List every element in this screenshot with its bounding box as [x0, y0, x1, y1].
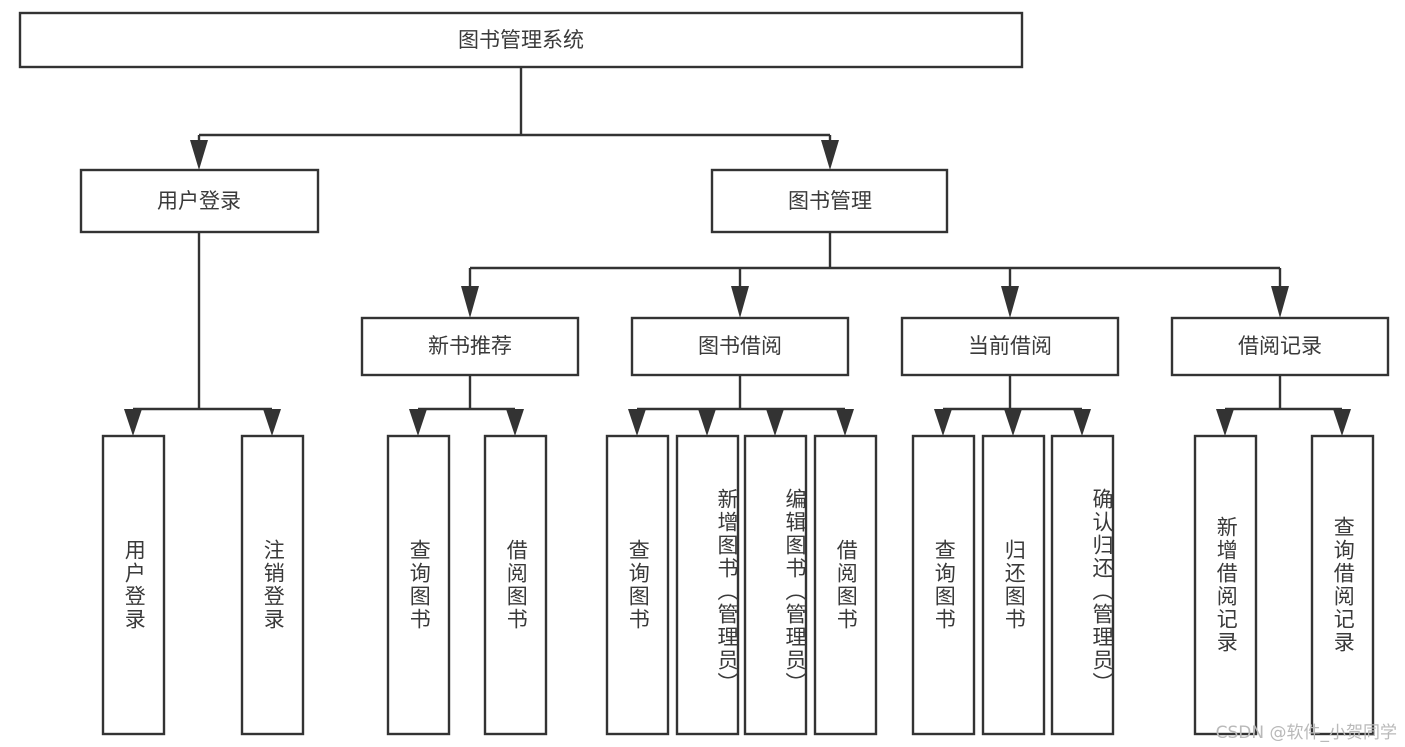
node-book-borrow-box[interactable] — [630, 316, 850, 377]
arrow-record-leaf-1 — [1216, 409, 1234, 436]
arrow-borrow-leaf-3 — [766, 409, 784, 436]
arrow-newbook-leaf-1 — [409, 409, 427, 436]
arrow-borrow-leaf-2 — [698, 409, 716, 436]
connector-group-borrow-record — [1216, 375, 1351, 436]
leaf-box-user-login[interactable] — [101, 434, 166, 736]
arrow-record-leaf-2 — [1333, 409, 1351, 436]
node-new-book-recommend-box[interactable] — [360, 316, 580, 377]
leaf-box-confirm-return[interactable] — [1050, 434, 1115, 736]
connector-group-user-login — [124, 232, 281, 436]
node-book-manage[interactable]: 图书管理 — [710, 168, 949, 234]
leaf-box-borrow-book-1[interactable] — [483, 434, 548, 736]
node-current-borrow[interactable]: 当前借阅 — [900, 316, 1120, 377]
leaf-box-return-book[interactable] — [981, 434, 1046, 736]
node-new-book-recommend-label: 新书推荐 — [428, 334, 512, 358]
node-borrow-record-box[interactable] — [1170, 316, 1390, 377]
node-current-borrow-box[interactable] — [900, 316, 1120, 377]
arrow-book-to-record — [1271, 286, 1289, 318]
node-root-box[interactable] — [18, 11, 1024, 69]
leaf-box-add-record[interactable] — [1193, 434, 1258, 736]
arrow-root-to-book — [821, 140, 839, 170]
leaf-box-query-book-1[interactable] — [386, 434, 451, 736]
arrow-user-leaf-2 — [263, 409, 281, 436]
leaf-box-edit-book[interactable] — [743, 434, 808, 736]
watermark-text: CSDN @软件_小贺同学 — [1215, 723, 1397, 743]
leaf-box-query-book-2[interactable] — [605, 434, 670, 736]
node-new-book-recommend[interactable]: 新书推荐 — [360, 316, 580, 377]
arrow-current-leaf-2 — [1004, 409, 1022, 436]
arrow-borrow-leaf-1 — [628, 409, 646, 436]
node-current-borrow-label: 当前借阅 — [968, 334, 1052, 358]
node-book-manage-label: 图书管理 — [788, 189, 872, 213]
arrow-current-leaf-1 — [934, 409, 952, 436]
node-book-borrow-label: 图书借阅 — [698, 334, 782, 358]
connector-group-new-book — [409, 375, 524, 436]
leaf-box-query-record[interactable] — [1310, 434, 1375, 736]
node-borrow-record[interactable]: 借阅记录 — [1170, 316, 1390, 377]
arrow-user-leaf-1 — [124, 409, 142, 436]
arrow-borrow-leaf-4 — [836, 409, 854, 436]
node-root-label: 图书管理系统 — [458, 28, 584, 52]
node-book-borrow[interactable]: 图书借阅 — [630, 316, 850, 377]
connector-group-book-manage — [461, 232, 1289, 318]
node-borrow-record-label: 借阅记录 — [1238, 334, 1322, 358]
arrow-book-to-borrow — [731, 286, 749, 318]
leaf-box-user-logout[interactable] — [240, 434, 305, 736]
node-user-login-box[interactable] — [79, 168, 320, 234]
connector-group-root — [190, 67, 839, 170]
leaf-box-query-book-3[interactable] — [911, 434, 976, 736]
arrow-root-to-user — [190, 140, 208, 170]
node-book-manage-box[interactable] — [710, 168, 949, 234]
arrow-book-to-new — [461, 286, 479, 318]
leaf-box-add-book[interactable] — [675, 434, 740, 736]
arrow-newbook-leaf-2 — [506, 409, 524, 436]
connector-group-book-borrow — [628, 375, 854, 436]
node-user-login-label: 用户登录 — [157, 189, 241, 213]
leaf-box-borrow-book-2[interactable] — [813, 434, 878, 736]
arrow-current-leaf-3 — [1073, 409, 1091, 436]
arrow-book-to-current — [1001, 286, 1019, 318]
node-root[interactable]: 图书管理系统 — [18, 11, 1024, 69]
node-user-login[interactable]: 用户登录 — [79, 168, 320, 234]
connector-group-current-borrow — [934, 375, 1091, 436]
